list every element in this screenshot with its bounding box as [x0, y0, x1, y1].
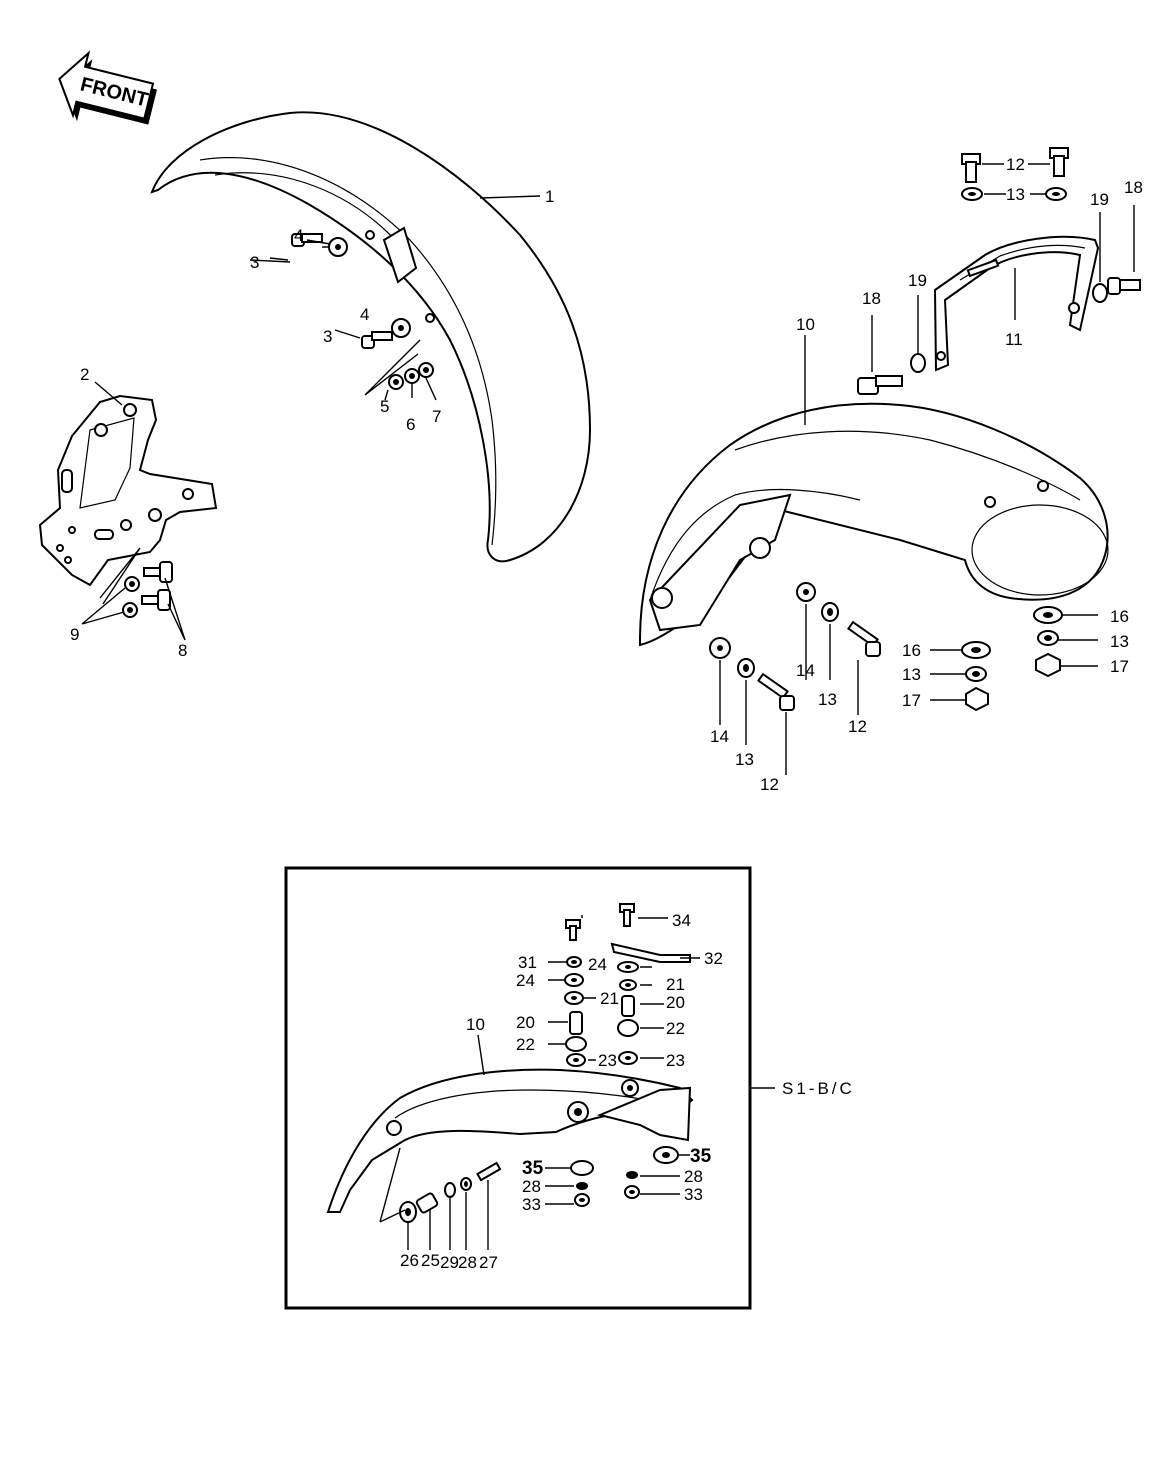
inset-callout-10: 10: [466, 1015, 485, 1034]
inset-hardware-bottom: [399, 1146, 679, 1223]
inset-callout-23b: 23: [666, 1051, 685, 1070]
inset-callout-20b: 20: [666, 993, 685, 1012]
inset-callout-29: 29: [440, 1253, 459, 1272]
inset-rear-fender: [326, 1068, 694, 1213]
callout-18b: 18: [1124, 178, 1143, 197]
callout-17a: 17: [902, 691, 921, 710]
inset-callout-22b: 22: [666, 1019, 685, 1038]
callout-7: 7: [432, 407, 441, 426]
bolt-3-washer-4: [291, 233, 434, 390]
rear-fender-brace: [933, 235, 1100, 372]
bolt-18-collar-19: [857, 277, 1141, 395]
inset-callout-28a: 28: [458, 1253, 477, 1272]
callout-13d: 13: [902, 665, 921, 684]
inset-callout-27: 27: [479, 1253, 498, 1272]
callout-14a: 14: [796, 661, 815, 680]
rear-fender: [639, 402, 1109, 647]
callout-3a: 3: [250, 253, 259, 272]
inset-callout-24a: 24: [516, 971, 535, 990]
inset-callout-35a: 35: [522, 1158, 544, 1179]
callout-8: 8: [178, 641, 187, 660]
callout-2: 2: [80, 365, 89, 384]
front-fender-bracket: [38, 394, 218, 587]
inset-callout-25: 25: [421, 1251, 440, 1270]
inset-callout-31: 31: [518, 953, 537, 972]
callout-labels: 1 2 3 3 4 4 5 6 7 8 9 10 11 12 12 12 13 …: [70, 155, 1143, 794]
inset-callout-33b: 33: [684, 1185, 703, 1204]
callout-1: 1: [545, 187, 554, 206]
callout-19a: 19: [908, 271, 927, 290]
inset-callout-26: 26: [400, 1251, 419, 1270]
callout-13a: 13: [1006, 185, 1025, 204]
callout-3b: 3: [323, 327, 332, 346]
front-fender: [150, 111, 592, 563]
front-arrow-icon: FRONT: [58, 50, 157, 125]
inset-callout-21a: 21: [600, 989, 619, 1008]
callout-13b: 13: [818, 690, 837, 709]
callout-17b: 17: [1110, 657, 1129, 676]
callout-4b: 4: [360, 305, 369, 324]
rear-hardware-right: [961, 606, 1063, 712]
inset-callout-32: 32: [704, 949, 723, 968]
callout-13c: 13: [735, 750, 754, 769]
inset-callout-22a: 22: [516, 1035, 535, 1054]
callout-16b: 16: [1110, 607, 1129, 626]
callout-12b: 12: [848, 717, 867, 736]
inset-callout-21b: 21: [666, 975, 685, 994]
bolt-12-top: [961, 147, 1069, 201]
inset-callout-33a: 33: [522, 1195, 541, 1214]
callout-10: 10: [796, 315, 815, 334]
callout-18a: 18: [862, 289, 881, 308]
callout-4a: 4: [294, 226, 303, 245]
callout-6: 6: [406, 415, 415, 434]
callout-9: 9: [70, 625, 79, 644]
inset-callout-24b: 24: [588, 955, 607, 974]
inset-callout-labels: 10 20 20 21 21 22 22 23 23 24 24 25 26 2…: [400, 911, 855, 1272]
inset-hardware-left-stack: [564, 919, 587, 1067]
callout-11: 11: [1005, 330, 1023, 349]
callout-5: 5: [380, 397, 389, 416]
rear-hardware-left: [709, 582, 881, 711]
inset-callout-34: 34: [672, 911, 691, 930]
inset-callout-23a: 23: [598, 1051, 617, 1070]
callout-14b: 14: [710, 727, 729, 746]
callout-12c: 12: [760, 775, 779, 794]
callout-16a: 16: [902, 641, 921, 660]
bolt-8-set: [122, 561, 173, 618]
inset-callout-28c: 28: [684, 1167, 703, 1186]
callout-13e: 13: [1110, 632, 1129, 651]
callout-19b: 19: [1090, 190, 1109, 209]
callout-12a: 12: [1006, 155, 1025, 174]
inset-hardware-right-stack: [610, 903, 691, 1065]
inset-callout-35b: 35: [690, 1146, 712, 1167]
inset-label: S1-B/C: [782, 1079, 855, 1098]
inset-callout-28b: 28: [522, 1177, 541, 1196]
inset-callout-20a: 20: [516, 1013, 535, 1032]
